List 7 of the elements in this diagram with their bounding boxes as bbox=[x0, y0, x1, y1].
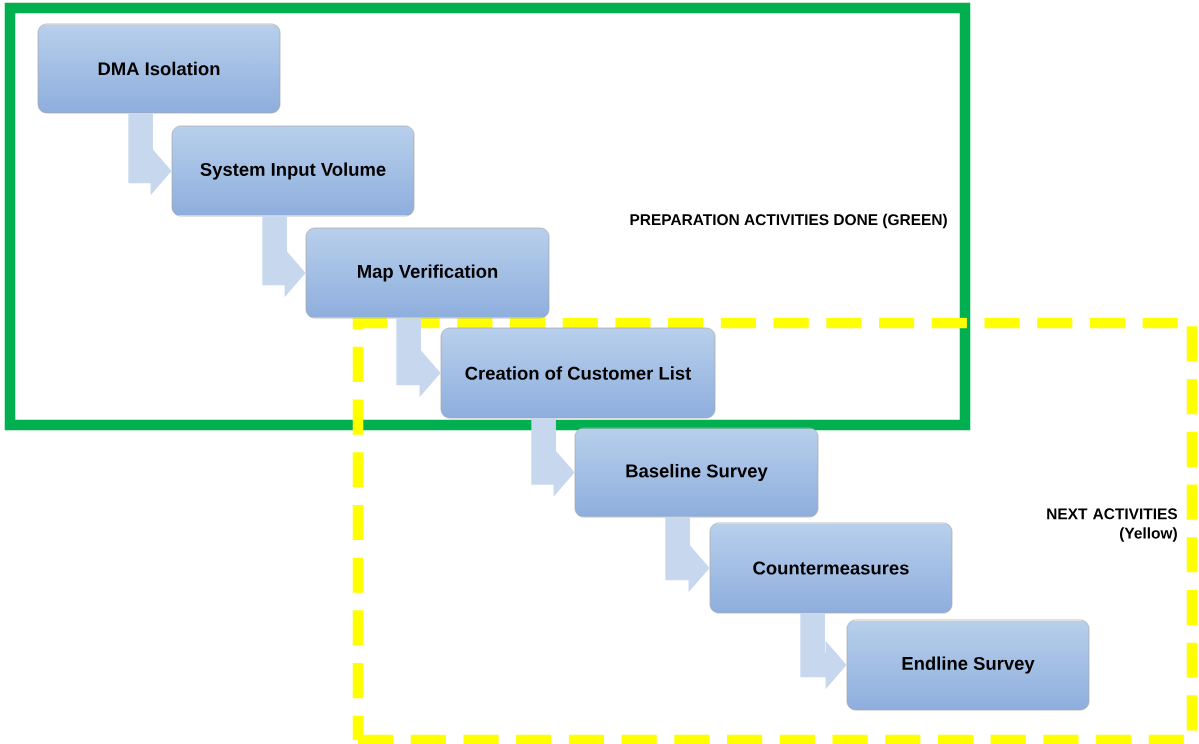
process-box: System Input Volume bbox=[171, 125, 415, 217]
process-box: Countermeasures bbox=[709, 522, 953, 614]
process-box: Map Verification bbox=[305, 227, 550, 319]
process-box: Endline Survey bbox=[846, 619, 1090, 711]
process-box: Creation of Customer List bbox=[440, 327, 716, 419]
process-box: Baseline Survey bbox=[574, 427, 819, 518]
process-box: DMA Isolation bbox=[37, 23, 281, 114]
